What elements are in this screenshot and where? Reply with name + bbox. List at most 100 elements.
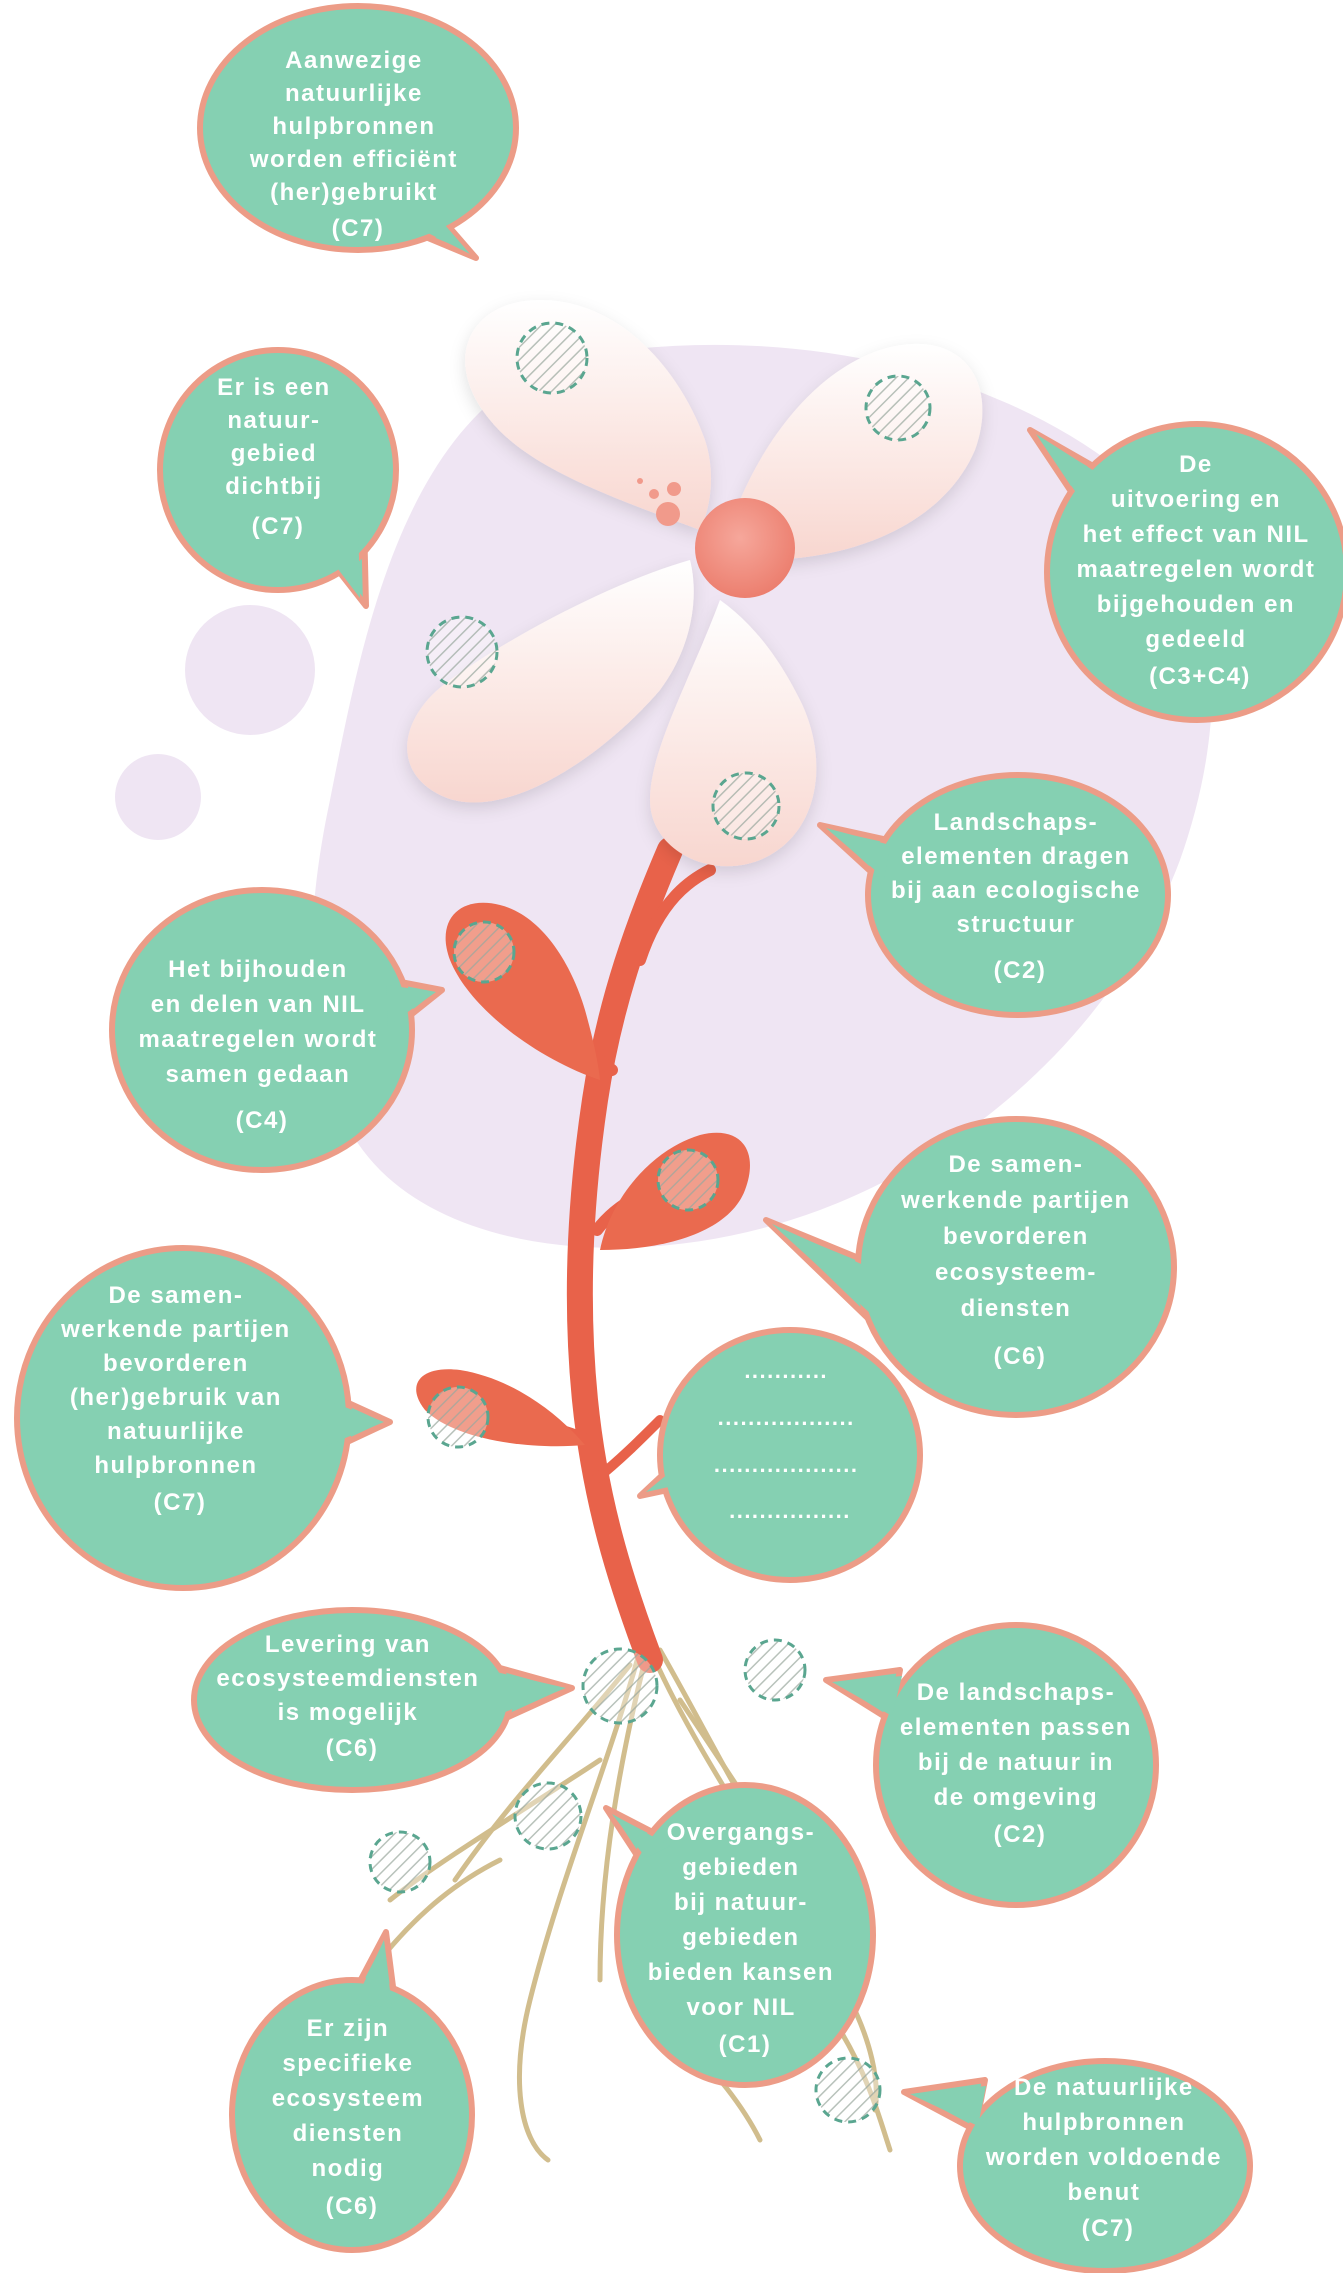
- marker-circle: [515, 1783, 581, 1849]
- bubble-line: voor NIL: [686, 1994, 795, 2021]
- bubble-line: natuur-: [227, 407, 320, 434]
- background-dot-small: [115, 754, 201, 840]
- bubble-line: hulpbronnen: [1022, 2109, 1185, 2136]
- marker-circle: [745, 1640, 805, 1700]
- marker-circle: [517, 323, 587, 393]
- bubble-line: de omgeving: [934, 1784, 1099, 1811]
- bubble-line: De landschaps-: [917, 1679, 1115, 1706]
- flower-dot-3: [649, 489, 659, 499]
- bubble-blank: ........... .................. .........…: [640, 1330, 920, 1580]
- bubble-line: hulpbronnen: [272, 113, 435, 140]
- bubble-line: De samen-: [948, 1151, 1083, 1178]
- bubble-line: is mogelijk: [278, 1699, 419, 1726]
- marker-circle: [583, 1649, 657, 1723]
- bubble-line: worden efficiënt: [249, 146, 458, 173]
- marker-circle: [713, 773, 779, 839]
- bubble-line: Levering van: [265, 1631, 431, 1658]
- bubble-line: benut: [1068, 2179, 1141, 2206]
- flower-dot-2: [667, 482, 681, 496]
- bubble-line: (C3+C4): [1149, 663, 1251, 690]
- bubble-line: diensten: [293, 2120, 404, 2147]
- bubble-line: ecosysteem: [272, 2085, 424, 2112]
- bubble-line: maatregelen wordt: [138, 1026, 377, 1053]
- bubble-line: het effect van NIL: [1083, 521, 1310, 548]
- bubble-c7-natuurgebied: Er is een natuur- gebied dichtbij (C7): [160, 350, 396, 606]
- bubble-line: (C1): [719, 2031, 772, 2058]
- bubble-line: bevorderen: [103, 1350, 249, 1377]
- marker-circle: [454, 922, 514, 982]
- bubble-line: natuurlijke: [107, 1418, 245, 1445]
- bubble-line: Landschaps-: [934, 809, 1099, 836]
- bubble-line: (C7): [154, 1489, 207, 1516]
- bubble-line: gebieden: [682, 1854, 799, 1881]
- marker-circle: [658, 1150, 718, 1210]
- bubble-line: ...........: [744, 1358, 828, 1383]
- bubble-line: Er zijn: [307, 2015, 390, 2042]
- bubble-c2-passen: De landschaps- elementen passen bij de n…: [826, 1625, 1156, 1905]
- bubble-line: (C4): [236, 1107, 289, 1134]
- bubble-line: structuur: [956, 911, 1075, 938]
- bubble-line: Aanwezige: [285, 47, 423, 74]
- bubble-line: dichtbij: [225, 473, 322, 500]
- bubble-line: ..................: [718, 1405, 855, 1430]
- background-dot-large: [185, 605, 315, 735]
- bubble-line: (C7): [332, 215, 385, 242]
- bubble-line: gebieden: [682, 1924, 799, 1951]
- flower-dot-4: [637, 478, 643, 484]
- flower-dot-1: [656, 502, 680, 526]
- bubble-line: gedeeld: [1145, 626, 1246, 653]
- bubble-line: hulpbronnen: [94, 1452, 257, 1479]
- bubble-line: bij aan ecologische: [891, 877, 1141, 904]
- bubble-line: Er is een: [217, 374, 331, 401]
- bubble-line: specifieke: [282, 2050, 413, 2077]
- bubble-c1-overgang: Overgangs- gebieden bij natuur- gebieden…: [606, 1785, 873, 2085]
- marker-circle: [370, 1832, 430, 1892]
- bubble-line: samen gedaan: [166, 1061, 351, 1088]
- bubble-line: (C7): [252, 513, 305, 540]
- bubble-line: (C7): [1082, 2215, 1135, 2242]
- bubble-line: elementen dragen: [901, 843, 1130, 870]
- bubble-line: (C2): [994, 1821, 1047, 1848]
- bubble-line: (C2): [994, 957, 1047, 984]
- bubble-line: elementen passen: [900, 1714, 1132, 1741]
- bubble-line: ecosysteem-: [935, 1259, 1097, 1286]
- marker-circle: [816, 2058, 880, 2122]
- bubble-line: Overgangs-: [667, 1819, 815, 1846]
- bubble-line: werkende partijen: [900, 1187, 1131, 1214]
- bubble-line: bieden kansen: [648, 1959, 834, 1986]
- bubble-line: bij de natuur in: [918, 1749, 1114, 1776]
- bubble-c7-hergebruik: De samen- werkende partijen bevorderen (…: [17, 1248, 390, 1588]
- marker-circle: [428, 1387, 488, 1447]
- bubble-line: uitvoering en: [1111, 486, 1281, 513]
- bubble-line: maatregelen wordt: [1076, 556, 1315, 583]
- bubble-line: natuurlijke: [285, 80, 423, 107]
- bubble-line: (C6): [994, 1343, 1047, 1370]
- bubble-line: (C6): [326, 2193, 379, 2220]
- bubble-line: (her)gebruikt: [270, 179, 438, 206]
- bubble-line: werkende partijen: [60, 1316, 291, 1343]
- marker-circle: [866, 376, 930, 440]
- bubble-c7-benut: De natuurlijke hulpbronnen worden voldoe…: [904, 2061, 1250, 2271]
- bubble-line: en delen van NIL: [151, 991, 365, 1018]
- bubble-c6-specifiek: Er zijn specifieke ecosysteem diensten n…: [232, 1932, 472, 2250]
- bubble-line: gebied: [231, 440, 317, 467]
- bubble-line: bevorderen: [943, 1223, 1089, 1250]
- bubble-line: worden voldoende: [985, 2144, 1222, 2171]
- bubble-line: (her)gebruik van: [70, 1384, 282, 1411]
- bubble-line: nodig: [312, 2155, 385, 2182]
- bubble-line: ................: [729, 1498, 851, 1523]
- bubble-c7-efficient: Aanwezige natuurlijke hulpbronnen worden…: [200, 6, 516, 258]
- bubble-line: ecosysteemdiensten: [216, 1665, 479, 1692]
- bubble-line: Het bijhouden: [168, 956, 347, 983]
- bubble-c6-levering: Levering van ecosysteemdiensten is mogel…: [194, 1610, 572, 1790]
- bubble-line: De samen-: [108, 1282, 243, 1309]
- flower-center: [695, 498, 795, 598]
- bubble-line: ...................: [714, 1452, 859, 1477]
- marker-circle: [427, 617, 497, 687]
- bubble-line: (C6): [326, 1735, 379, 1762]
- bubble-line: bijgehouden en: [1097, 591, 1295, 618]
- bubble-line: bij natuur-: [674, 1889, 808, 1916]
- bubble-line: diensten: [961, 1295, 1072, 1322]
